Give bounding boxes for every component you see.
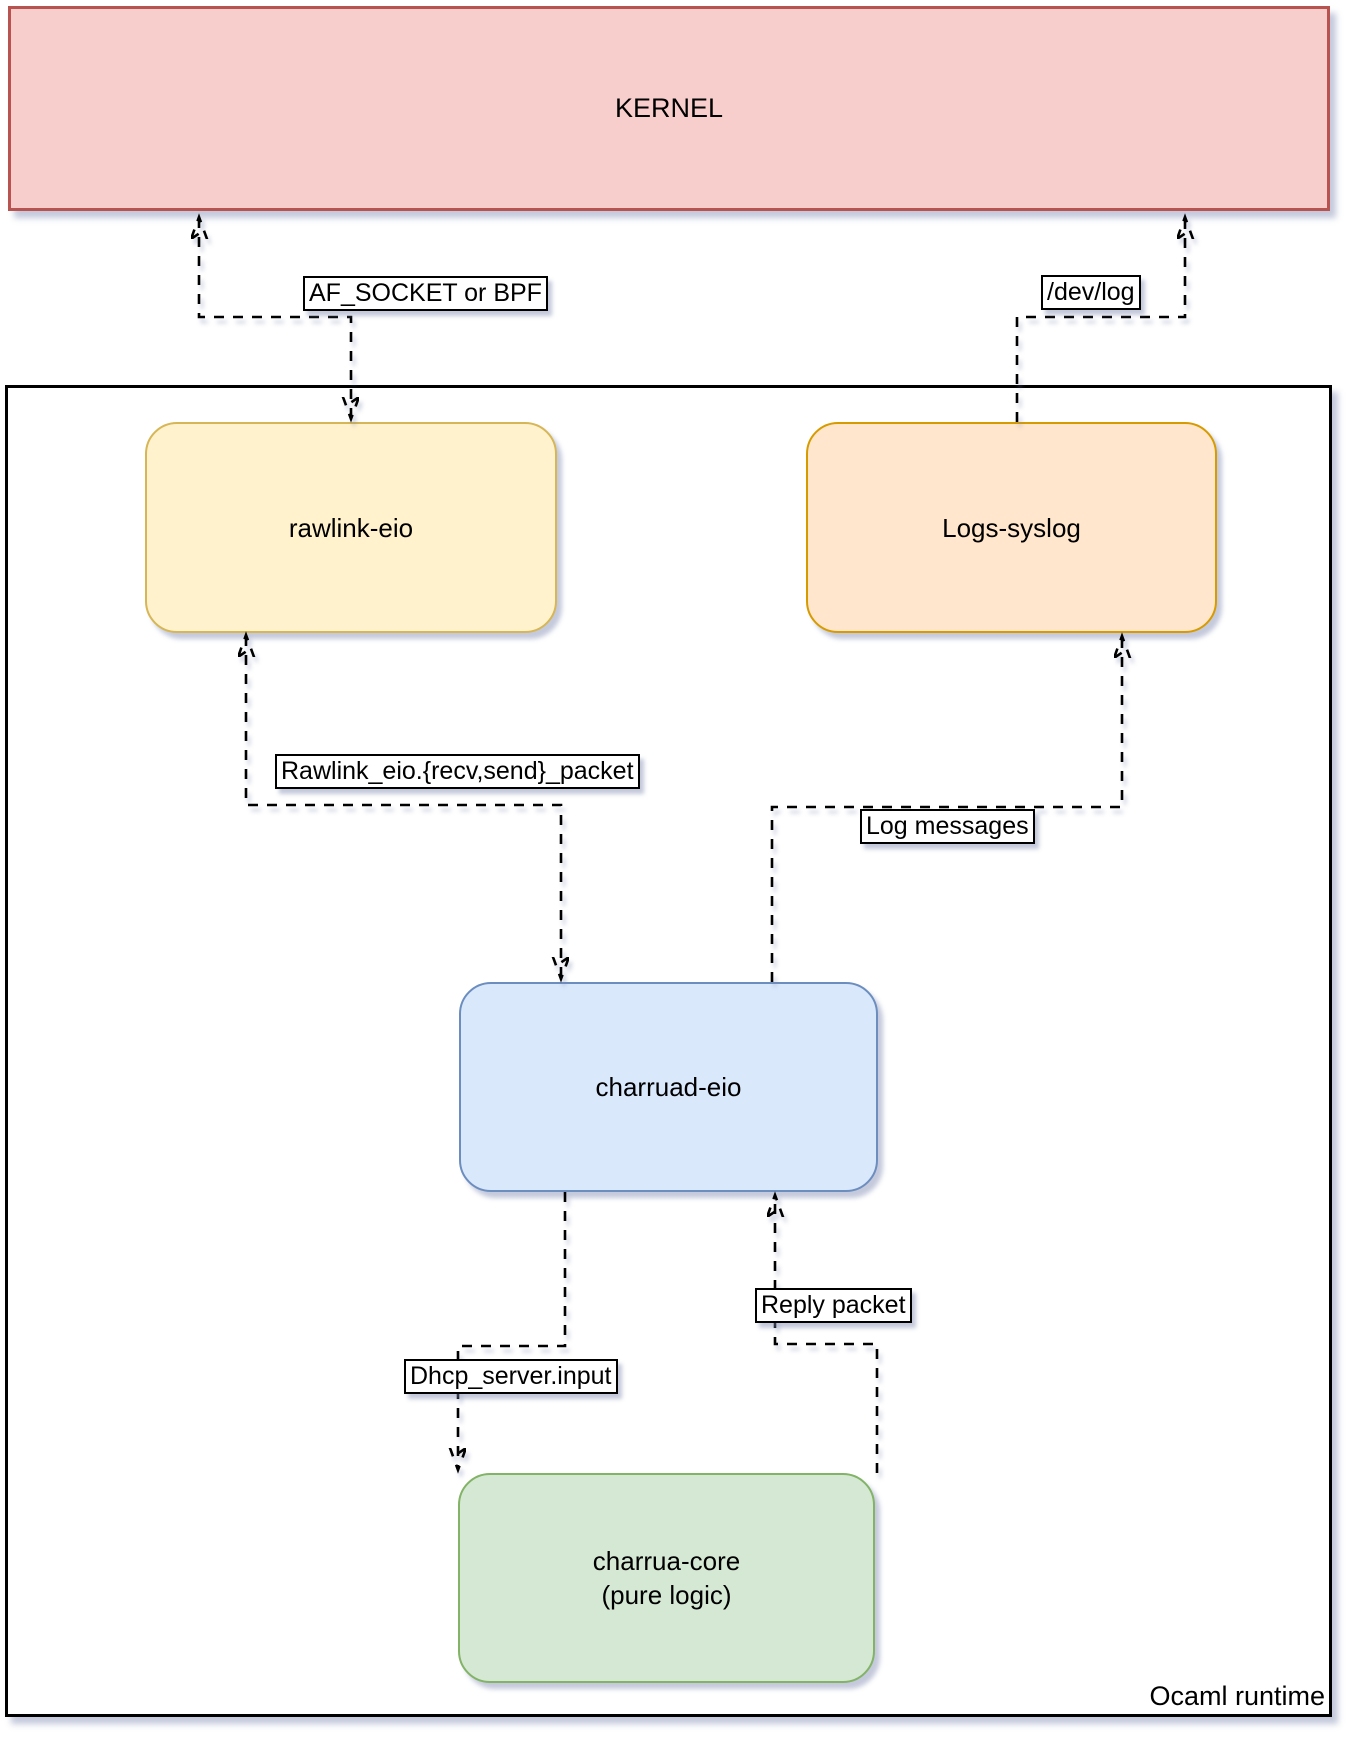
- node-charrua-core-sublabel: (pure logic): [601, 1580, 732, 1610]
- edge-label-af-socket: AF_SOCKET or BPF: [303, 276, 548, 311]
- node-charrua-core-label: charrua-core: [592, 1546, 741, 1576]
- kernel-box: KERNEL: [8, 6, 1330, 211]
- node-rawlink-eio-label: rawlink-eio: [288, 512, 414, 543]
- kernel-label: KERNEL: [614, 93, 724, 123]
- edge-label-dev-log: /dev/log: [1041, 275, 1141, 310]
- ocaml-runtime-label: Ocaml runtime: [1149, 1681, 1325, 1711]
- node-rawlink-eio: rawlink-eio: [145, 422, 557, 633]
- node-charruad-eio-label: charruad-eio: [595, 1072, 742, 1102]
- edge-label-log-messages: Log messages: [860, 809, 1035, 844]
- node-charruad-eio: charruad-eio: [459, 982, 878, 1192]
- node-logs-syslog: Logs-syslog: [806, 422, 1217, 633]
- edge-label-rawlink-api: Rawlink_eio.{recv,send}_packet: [275, 754, 640, 789]
- node-logs-syslog-label: Logs-syslog: [942, 512, 1081, 543]
- edge-label-reply-packet: Reply packet: [755, 1288, 912, 1323]
- node-charrua-core: charrua-core (pure logic): [458, 1473, 875, 1683]
- edge-label-dhcp-input: Dhcp_server.input: [404, 1359, 618, 1394]
